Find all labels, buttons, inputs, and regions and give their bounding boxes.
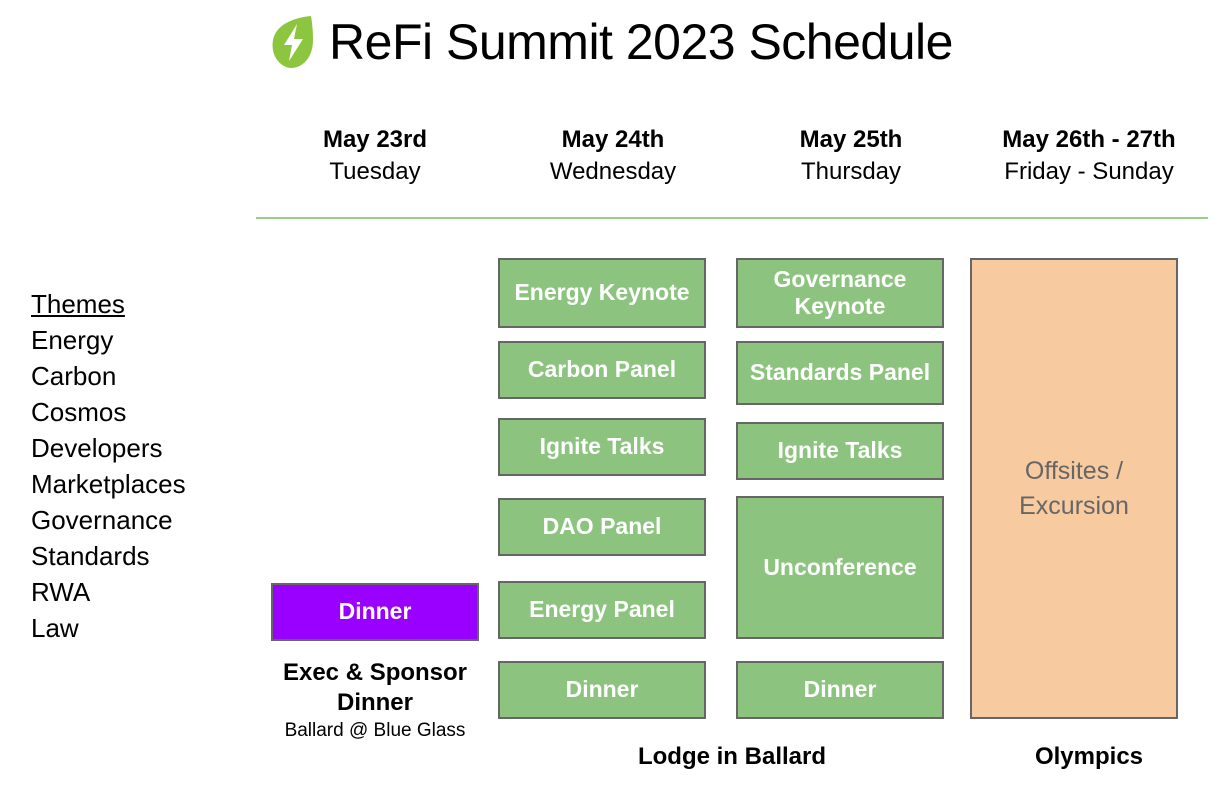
header-divider <box>256 217 1208 219</box>
event-block-dinner[interactable]: Dinner <box>498 661 706 719</box>
footer-weekend-venue: Olympics <box>970 742 1208 772</box>
footer-tuesday: Exec & Sponsor Dinner Ballard @ Blue Gla… <box>256 658 494 744</box>
day-date: May 26th - 27th <box>1002 126 1176 153</box>
day-date: May 23rd <box>322 126 428 153</box>
schedule-column-thursday: Governance Keynote Standards Panel Ignit… <box>732 256 970 736</box>
event-block-energy-keynote[interactable]: Energy Keynote <box>498 258 706 328</box>
event-block-ignite-talks[interactable]: Ignite Talks <box>498 418 706 476</box>
footer-weekend-venue-label: Olympics <box>1034 743 1144 770</box>
schedule-column-friday-sunday: Offsites / Excursion <box>970 256 1208 736</box>
theme-item: Standards <box>31 541 150 571</box>
day-name: Tuesday <box>329 158 421 186</box>
theme-item: Developers <box>31 433 163 463</box>
page-title: ReFi Summit 2023 Schedule <box>329 13 953 70</box>
footer-tuesday-title: Exec & Sponsor Dinner <box>282 659 468 716</box>
event-block-standards-panel[interactable]: Standards Panel <box>736 341 944 405</box>
footer-midweek-venue: Lodge in Ballard <box>494 742 970 772</box>
day-name: Wednesday <box>549 158 677 186</box>
day-header-row: May 23rd Tuesday May 24th Wednesday May … <box>256 124 1208 189</box>
footer-tuesday-venue: Ballard @ Blue Glass <box>284 720 466 741</box>
event-block-energy-panel[interactable]: Energy Panel <box>498 581 706 639</box>
day-header-wednesday: May 24th Wednesday <box>494 124 732 189</box>
theme-item: Carbon <box>31 361 117 391</box>
theme-item: Energy <box>31 325 114 355</box>
theme-item: Governance <box>31 505 173 535</box>
event-block-dinner[interactable]: Dinner <box>271 583 479 641</box>
event-block-dinner[interactable]: Dinner <box>736 661 944 719</box>
event-block-governance-keynote[interactable]: Governance Keynote <box>736 258 944 328</box>
theme-item: RWA <box>31 577 91 607</box>
day-header-tuesday: May 23rd Tuesday <box>256 124 494 189</box>
leaf-bolt-logo-icon <box>272 16 314 68</box>
day-header-thursday: May 25th Thursday <box>732 124 970 189</box>
event-block-unconference[interactable]: Unconference <box>736 496 944 639</box>
schedule-column-wednesday: Energy Keynote Carbon Panel Ignite Talks… <box>494 256 732 736</box>
day-name: Thursday <box>800 158 902 186</box>
schedule-column-tuesday: Dinner <box>256 256 494 736</box>
themes-heading: Themes <box>31 289 125 319</box>
event-block-offsites-excursion[interactable]: Offsites / Excursion <box>970 258 1178 719</box>
themes-panel: Themes Energy Carbon Cosmos Developers M… <box>31 286 246 646</box>
day-name: Friday - Sunday <box>1004 158 1174 186</box>
day-date: May 24th <box>561 126 665 153</box>
event-block-ignite-talks[interactable]: Ignite Talks <box>736 422 944 480</box>
event-block-dao-panel[interactable]: DAO Panel <box>498 498 706 556</box>
footer-midweek-venue-label: Lodge in Ballard <box>637 743 826 770</box>
event-block-carbon-panel[interactable]: Carbon Panel <box>498 341 706 399</box>
schedule-grid: Dinner Energy Keynote Carbon Panel Ignit… <box>256 256 1208 736</box>
page-title-row: ReFi Summit 2023 Schedule <box>0 14 1224 70</box>
theme-item: Law <box>31 613 79 643</box>
day-header-friday-sunday: May 26th - 27th Friday - Sunday <box>970 124 1208 189</box>
day-date: May 25th <box>799 126 903 153</box>
theme-item: Marketplaces <box>31 469 186 499</box>
theme-item: Cosmos <box>31 397 127 427</box>
